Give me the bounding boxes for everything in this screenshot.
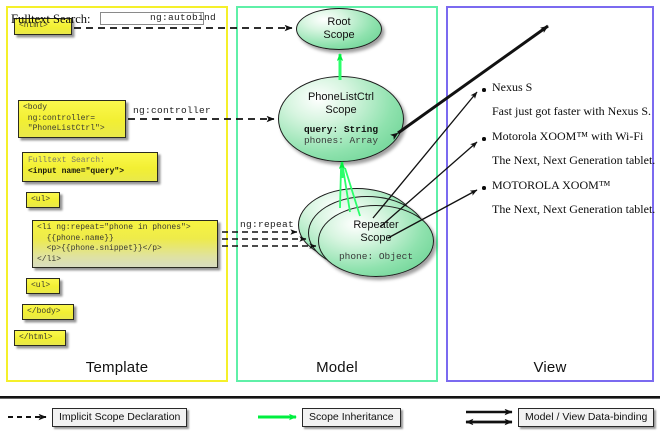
view-item-name-0: Nexus S xyxy=(492,80,533,94)
view-bullet-2 xyxy=(482,186,486,190)
panel-view: View xyxy=(446,6,654,382)
scope-phone-list-ctrl: PhoneListCtrl Scope query: String phones… xyxy=(278,76,404,162)
scope-prop-phone: phone: Object xyxy=(338,251,414,263)
legend-label-model-view-data-binding: Model / View Data-binding xyxy=(518,408,655,427)
scope-root: Root Scope xyxy=(296,8,382,50)
scope-root-line2: Scope xyxy=(323,29,355,41)
scope-phone-list-ctrl-line1: PhoneListCtrl xyxy=(307,90,375,103)
panel-label-view: View xyxy=(533,359,567,376)
view-bullet-0 xyxy=(482,88,486,92)
fulltext-search-input-markup: <input name="query"> xyxy=(28,166,125,176)
code-box-ul-close: <ul> xyxy=(26,278,60,294)
fulltext-search-label-text: Fulltext Search: xyxy=(28,156,105,165)
edge-label-ng-controller: ng:controller xyxy=(133,105,212,116)
panel-label-template: Template xyxy=(85,359,149,376)
code-box-html-open: <html> xyxy=(14,18,72,35)
scope-prop-query-text: query: String xyxy=(303,124,379,136)
legend-divider xyxy=(0,396,660,399)
legend-label-implicit-scope-declaration: Implicit Scope Declaration xyxy=(52,408,188,427)
view-search-input[interactable] xyxy=(100,12,204,25)
code-box-ul-open: <ul> xyxy=(26,192,60,208)
view-item-name-1: Motorola XOOM™ with Wi-Fi xyxy=(492,129,644,143)
legend-label-scope-inheritance: Scope Inheritance xyxy=(302,408,401,427)
code-box-body-controller: <body ng:controller= "PhoneListCtrl"> xyxy=(18,100,126,138)
code-box-body-close: </body> xyxy=(22,304,74,320)
scope-prop-query: query: String xyxy=(303,124,379,136)
view-item-snippet-0: Fast just got faster with Nexus S. xyxy=(492,104,651,118)
scope-root-line1: Root xyxy=(327,16,351,29)
code-box-html-close: </html> xyxy=(14,330,66,346)
view-item-snippet-1: The Next, Next Generation tablet. xyxy=(492,153,656,167)
scope-repeater-line1: Repeater xyxy=(353,218,399,231)
scope-repeater-line2: Scope xyxy=(360,231,392,244)
panel-label-model: Model xyxy=(316,359,358,376)
view-item-snippet-2: The Next, Next Generation tablet. xyxy=(492,202,656,216)
edge-label-ng-autobind: ng:autobind xyxy=(150,12,217,23)
scope-repeater: Repeater Scope phone: Object xyxy=(318,205,434,277)
edge-label-ng-repeat: ng:repeat xyxy=(240,219,295,230)
code-box-li-repeat: <li ng:repeat="phone in phones"> {{phone… xyxy=(32,220,218,268)
code-box-fulltext-search: Fulltext Search: <input name="query"> xyxy=(22,152,158,182)
view-item-name-2: MOTOROLA XOOM™ xyxy=(492,178,611,192)
view-search-label: Fulltext Search: xyxy=(11,12,91,26)
scope-phone-list-ctrl-line2: Scope xyxy=(325,103,357,116)
scope-prop-phones: phones: Array xyxy=(303,135,379,147)
view-bullet-1 xyxy=(482,137,486,141)
